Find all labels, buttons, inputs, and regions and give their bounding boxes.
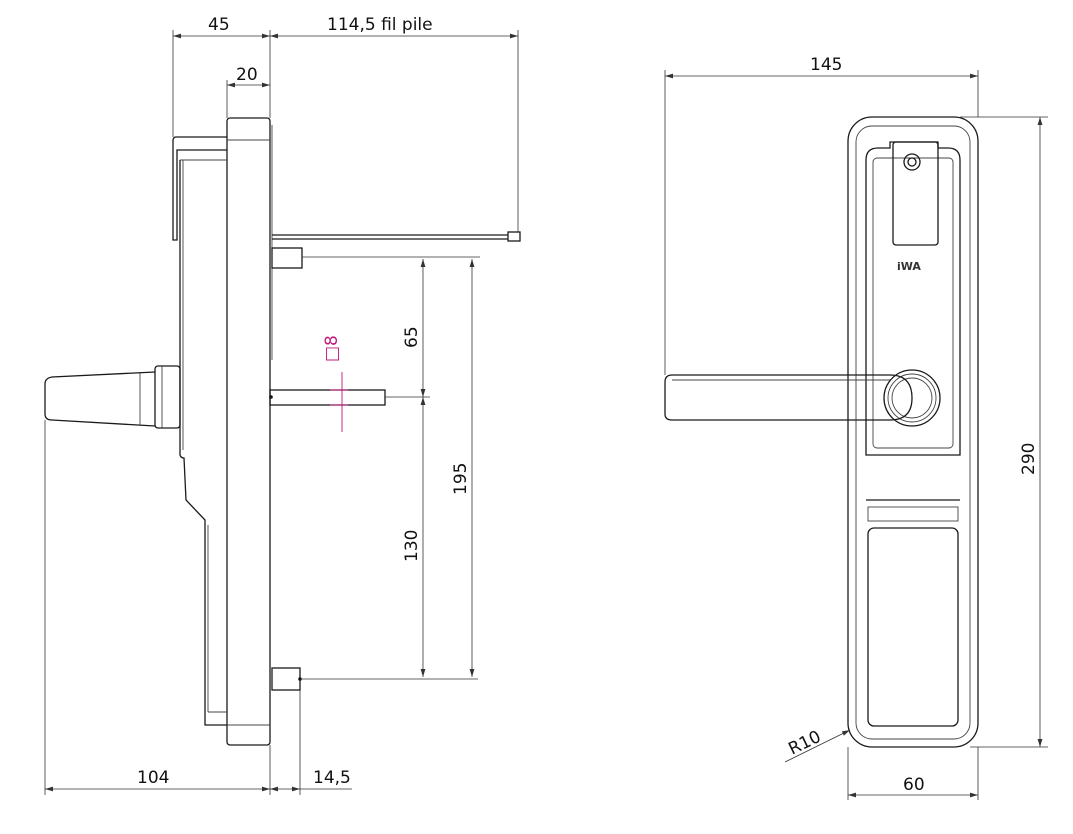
front-upper-recess — [865, 141, 961, 456]
dim-60: 60 — [903, 775, 925, 795]
side-housing — [179, 160, 227, 726]
dim-130: 130 — [402, 530, 422, 562]
front-dimensions: 145 290 R10 60 — [664, 55, 1048, 800]
dim-145: 145 — [810, 55, 842, 75]
side-view — [44, 117, 521, 746]
key-cover — [892, 141, 939, 246]
dim-104: 104 — [137, 768, 169, 788]
side-plate — [226, 117, 271, 746]
side-handle — [44, 371, 156, 427]
side-spindle — [269, 389, 386, 406]
dim-r10: R10 — [785, 727, 824, 760]
dim-290: 290 — [1019, 443, 1039, 475]
front-lever — [664, 374, 913, 421]
dim-45: 45 — [208, 15, 230, 35]
side-screw-top — [271, 247, 303, 269]
dim-195: 195 — [451, 463, 471, 495]
front-plate — [847, 116, 979, 748]
front-view: iWA — [664, 116, 979, 748]
key-cylinder-icon — [903, 153, 921, 171]
front-lower-panel — [867, 527, 959, 727]
dim-square-8: □8 — [322, 335, 342, 362]
side-housing-top — [172, 136, 227, 241]
front-rose — [883, 369, 941, 427]
dim-114-5: 114,5 fil pile — [327, 15, 433, 35]
side-dimensions: 45 114,5 fil pile 20 65 130 195 □8 104 1… — [44, 15, 519, 795]
side-rose — [154, 365, 181, 429]
dim-20: 20 — [236, 65, 258, 85]
dim-14-5: 14,5 — [313, 768, 351, 788]
brand-logo: iWA — [897, 260, 921, 273]
dim-65: 65 — [402, 326, 422, 348]
wire-connector — [507, 231, 521, 242]
side-screw-bottom — [271, 667, 301, 691]
